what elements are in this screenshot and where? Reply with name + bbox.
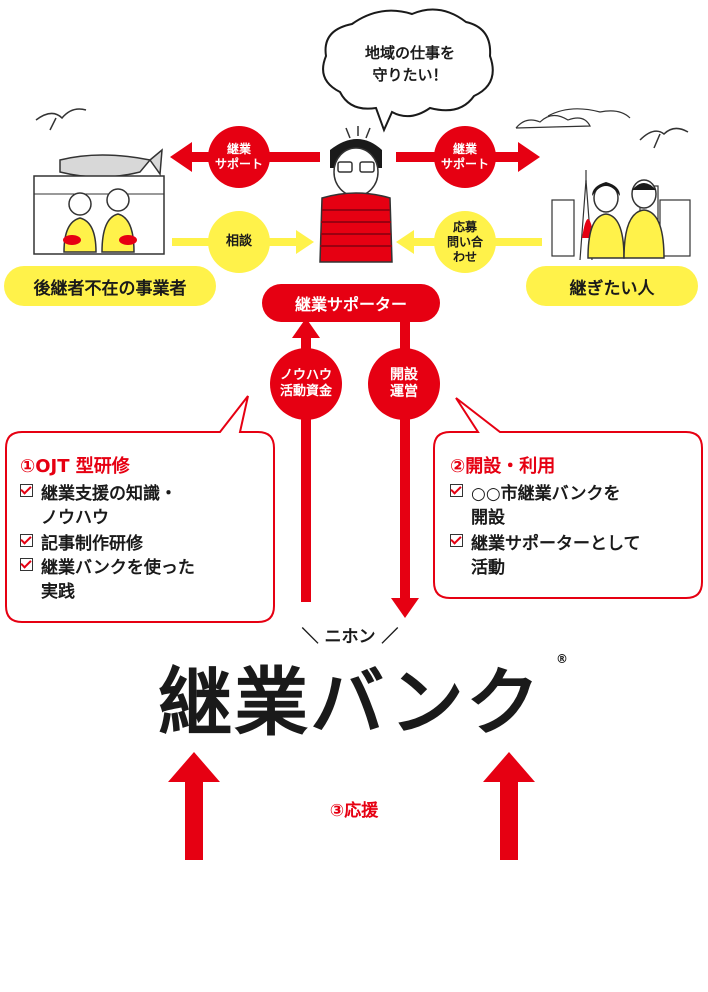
callout-left-border — [5, 395, 275, 623]
brand-tagline: ＼ ニホン ／ — [301, 627, 399, 647]
inquiry-line1: 応募 — [452, 219, 477, 234]
checkbox-icon — [20, 484, 33, 497]
checkbox-icon — [450, 534, 463, 547]
registered-mark: ® — [556, 652, 568, 666]
brand-logo: 継業バンク — [158, 660, 542, 746]
operate-line2: 運営 — [390, 384, 418, 400]
checkbox-icon — [20, 534, 33, 547]
arrow-knowhow-up — [292, 318, 320, 602]
cloud-right-icon — [515, 108, 631, 129]
speech-bubble-line2: 守りたい！ — [372, 66, 448, 84]
support-right-line2: サポート — [440, 157, 489, 171]
left-group-label: 後継者不在の事業者 — [4, 266, 216, 306]
support-left-line2: サポート — [214, 157, 263, 171]
operate-circle: 開設 運営 — [368, 348, 440, 420]
arrow-operate-down — [391, 318, 419, 618]
callout-right-border — [433, 397, 703, 599]
right-group-label: 継ぎたい人 — [526, 266, 698, 306]
support-left-circle: 継業 サポート — [208, 126, 270, 188]
operate-line1: 開設 — [390, 366, 418, 383]
checkbox-icon — [450, 484, 463, 497]
supporter-person-illustration — [319, 126, 393, 263]
inquiry-line3: わせ — [452, 249, 477, 264]
callout-left-item: 継業バンクを使った 実践 — [20, 556, 195, 604]
callout-left-item: 継業支援の知識・ ノウハウ — [20, 482, 177, 530]
consult-label: 相談 — [225, 233, 252, 249]
arrow-support-bottom-left — [168, 752, 220, 860]
speech-bubble-line1: 地域の仕事を — [364, 44, 455, 62]
supporter-pill: 継業サポーター — [262, 284, 440, 322]
inquiry-circle: 応募 問い合 わせ — [434, 211, 496, 273]
bird-left-icon — [35, 108, 87, 131]
speech-bubble: 地域の仕事を 守りたい！ — [330, 42, 490, 86]
consult-circle: 相談 — [208, 211, 270, 273]
checkbox-icon — [20, 558, 33, 571]
knowhow-line1: ノウハウ — [279, 367, 332, 383]
support-right-circle: 継業 サポート — [434, 126, 496, 188]
knowhow-circle: ノウハウ 活動資金 — [270, 348, 342, 420]
support-label: ③応援 — [329, 801, 379, 821]
knowhow-line2: 活動資金 — [279, 384, 332, 399]
inquiry-line2: 問い合 — [446, 234, 483, 249]
callout-right-item: 継業サポーターとして 活動 — [450, 532, 641, 580]
arrow-support-bottom-right — [483, 752, 535, 860]
bird-right-icon — [639, 127, 689, 149]
speech-bubble-shape — [322, 8, 494, 133]
support-right-line1: 継業 — [452, 142, 477, 156]
shop-owners-illustration — [33, 148, 165, 255]
callout-left-item: 記事制作研修 — [20, 532, 143, 556]
successors-illustration — [551, 170, 691, 261]
callout-right-item: ○○市継業バンクを 開設 — [450, 482, 621, 530]
support-left-line1: 継業 — [226, 142, 251, 156]
callout-right-title: ②開設・利用 — [450, 456, 556, 477]
callout-left-title: ①OJT 型研修 — [20, 456, 130, 477]
